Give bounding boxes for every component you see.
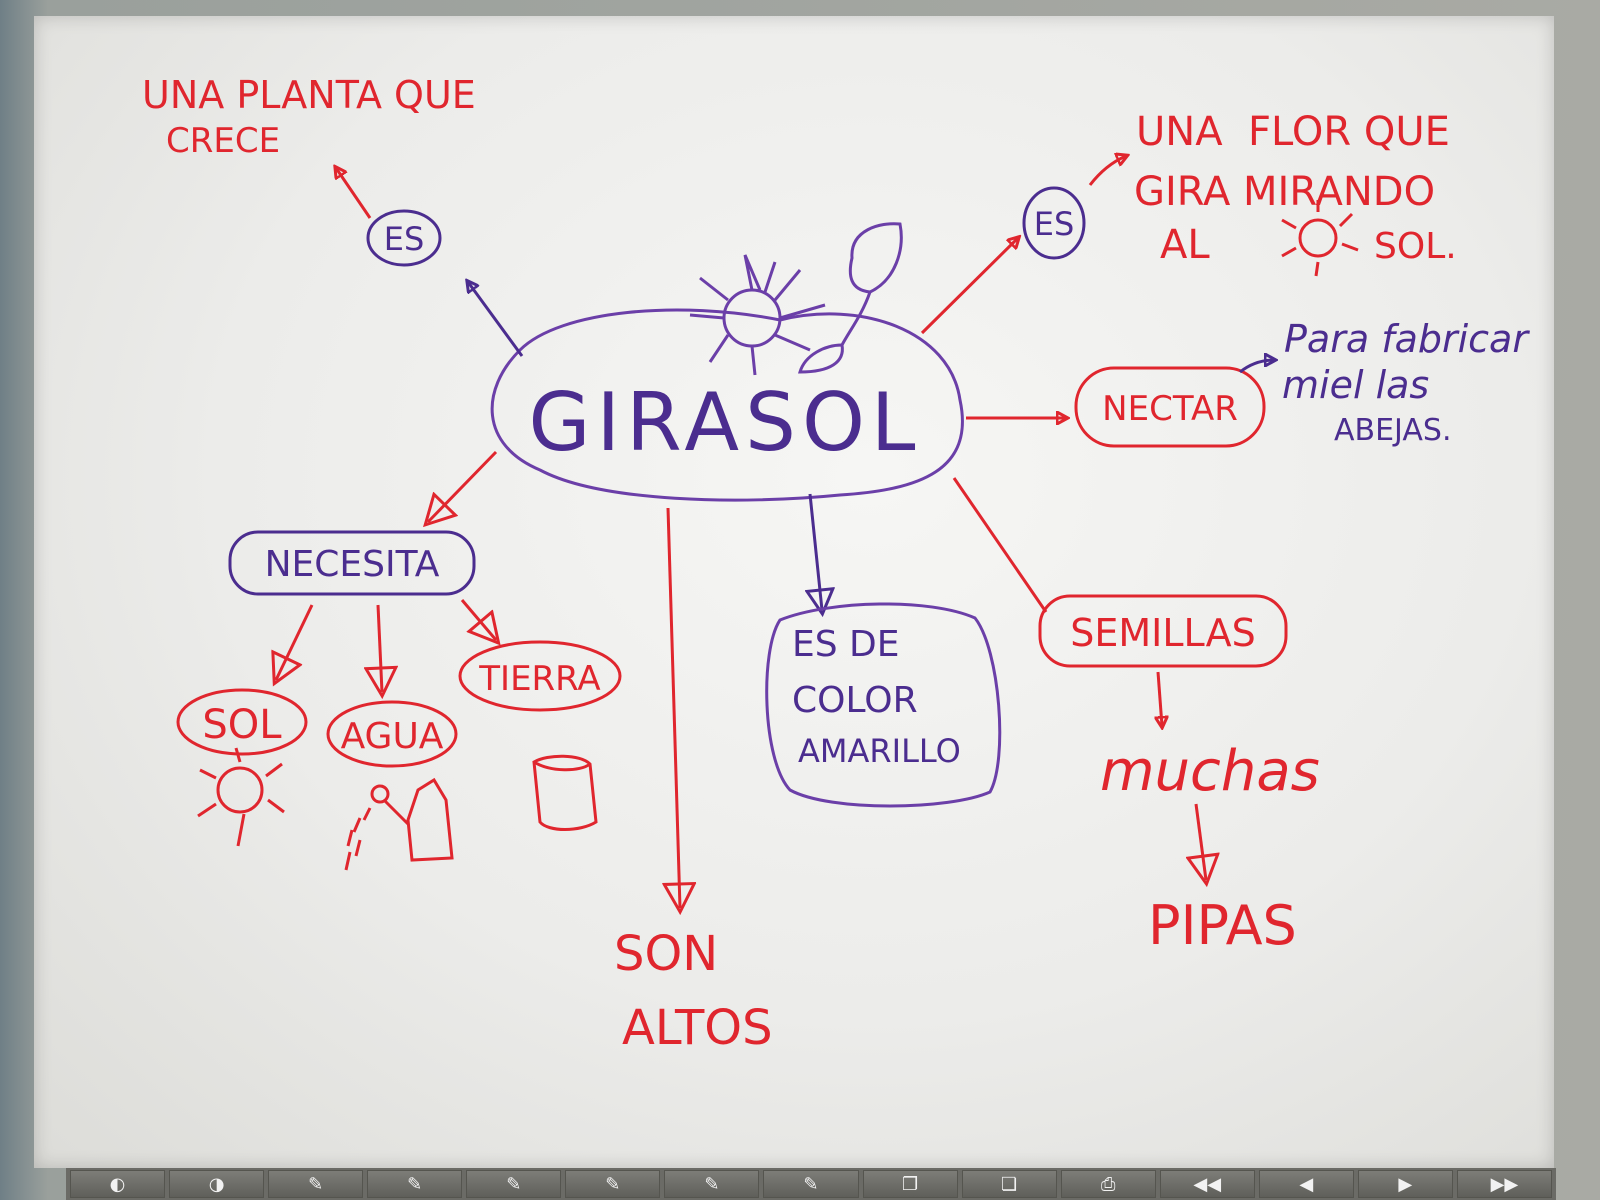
altos-line2: ALTOS — [622, 1000, 773, 1056]
branch-color: ES DE COLOR AMARILLO — [765, 493, 1002, 808]
necesita-node — [228, 530, 476, 596]
semillas-node — [1038, 594, 1288, 668]
pen-icon[interactable]: ✎ — [565, 1170, 661, 1198]
flor-line1: UNA FLOR QUE — [1136, 109, 1450, 155]
branch-nectar: NECTAR Para fabricar miel las ABEJAS. — [966, 317, 1530, 448]
center-node: GIRASOL — [490, 222, 964, 502]
es-left-label: ES — [384, 220, 425, 258]
nectar-line2: miel las — [1282, 363, 1429, 407]
agua-label: AGUA — [341, 716, 444, 757]
agua-node — [326, 700, 458, 768]
nectar-line3: ABEJAS. — [1334, 413, 1451, 448]
es-right-label: ES — [1034, 205, 1075, 243]
flor-line3-sol: SOL. — [1374, 226, 1457, 267]
tierra-node — [458, 640, 622, 712]
branch-es-flor: ES UNA FLOR QUE GIRA MIRANDO AL SOL. — [920, 109, 1457, 335]
printer-icon[interactable]: ⎙ — [1060, 1170, 1156, 1198]
first-page-icon[interactable]: ◀◀ — [1159, 1170, 1255, 1198]
center-title: GIRASOL — [529, 376, 922, 469]
flor-line2: GIRA MIRANDO — [1134, 169, 1435, 215]
whiteboard-surface — [34, 16, 1554, 1168]
color-line2: COLOR — [792, 680, 918, 721]
pen-icon[interactable]: ✎ — [466, 1170, 562, 1198]
sol-label: SOL — [202, 702, 282, 748]
semillas-label: SEMILLAS — [1070, 611, 1255, 655]
es-right-node — [1022, 186, 1086, 260]
last-page-icon[interactable]: ▶▶ — [1456, 1170, 1552, 1198]
color-line1: ES DE — [792, 624, 900, 665]
planta-line2: CRECE — [166, 121, 280, 161]
sun-icon — [1281, 200, 1359, 277]
palette-icon[interactable]: ◑ — [169, 1170, 265, 1198]
pages-icon[interactable]: ❏ — [961, 1170, 1057, 1198]
next-page-icon[interactable]: ▶ — [1357, 1170, 1453, 1198]
sol-node — [176, 688, 308, 756]
palette-icon[interactable]: ◐ — [70, 1170, 166, 1198]
tierra-label: TIERRA — [478, 659, 600, 699]
muchas-text: muchas — [1100, 739, 1320, 804]
board-toolbar: ◐ ◑ ✎ ✎ ✎ ✎ ✎ ✎ ❐ ❏ ⎙ ◀◀ ◀ ▶ ▶▶ — [66, 1168, 1556, 1200]
color-node — [765, 602, 1002, 808]
branch-es-planta: ES UNA PLANTA QUE CRECE — [142, 73, 524, 357]
nectar-label: NECTAR — [1102, 389, 1238, 429]
pipas-text: PIPAS — [1148, 894, 1297, 957]
previous-page-icon[interactable]: ◀ — [1258, 1170, 1354, 1198]
branch-semillas: SEMILLAS muchas PIPAS — [952, 477, 1320, 957]
pen-icon[interactable]: ✎ — [367, 1170, 463, 1198]
nectar-line1: Para fabricar — [1284, 317, 1530, 361]
pages-icon[interactable]: ❐ — [862, 1170, 958, 1198]
pen-icon[interactable]: ✎ — [763, 1170, 859, 1198]
altos-line1: SON — [614, 926, 718, 982]
pen-icon[interactable]: ✎ — [664, 1170, 760, 1198]
watering-can-icon — [344, 777, 454, 871]
necesita-label: NECESITA — [265, 544, 440, 585]
flor-line3-al: AL — [1160, 222, 1210, 268]
sun-icon — [197, 747, 285, 847]
flower-pot-icon — [532, 754, 598, 831]
nectar-node — [1074, 366, 1266, 448]
branch-altos: SON ALTOS — [614, 507, 773, 1056]
es-left-node — [366, 209, 442, 267]
pen-icon[interactable]: ✎ — [268, 1170, 364, 1198]
planta-line1: UNA PLANTA QUE — [142, 73, 476, 117]
branch-necesita: NECESITA SOL AGUA TIERRA — [176, 450, 622, 871]
color-line3: AMARILLO — [798, 732, 961, 770]
sunflower-icon — [689, 222, 903, 376]
